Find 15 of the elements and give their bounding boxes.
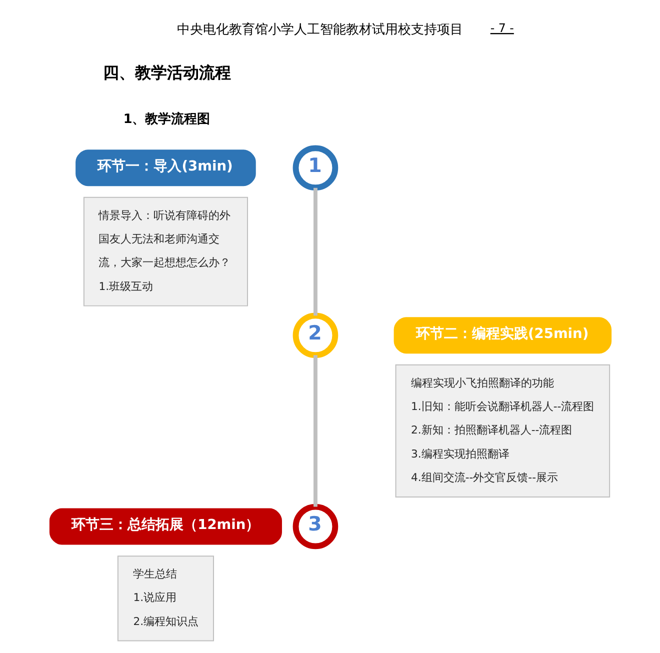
connector [313, 188, 317, 316]
node-box: 学生总结 1.说应用 2.编程知识点 [116, 556, 214, 642]
label: 1、教学流程图 [122, 112, 210, 127]
node-box: 情景导入：听说有障碍的外国友人无法和老师沟通交流，大家一起想想怎么办？ 1.班级互动 [82, 196, 248, 306]
label: - 7 - [490, 21, 514, 35]
node-circle: 2 [292, 312, 338, 358]
node-circle: 3 [292, 504, 338, 550]
connector [313, 355, 317, 507]
node-circle: 1 [292, 145, 338, 191]
label: 中央电化教育馆小学人工智能教材试用校支持项目 [176, 22, 463, 38]
label: 四、教学活动流程 [102, 63, 231, 82]
node-box: 环节二：编程实践(25min) [393, 317, 612, 354]
node-box: 编程实现小飞拍照翻译的功能 1.旧知：能听会说翻译机器人--流程图 2.新知：拍照翻译机器人--流程图 3.编程实现拍照翻译 4.组间交流--外交官反馈--展示 [394, 364, 610, 498]
node-box: 环节一：导入(3min) [75, 150, 256, 186]
node-box: 环节三：总结拓展（12min） [48, 508, 282, 545]
